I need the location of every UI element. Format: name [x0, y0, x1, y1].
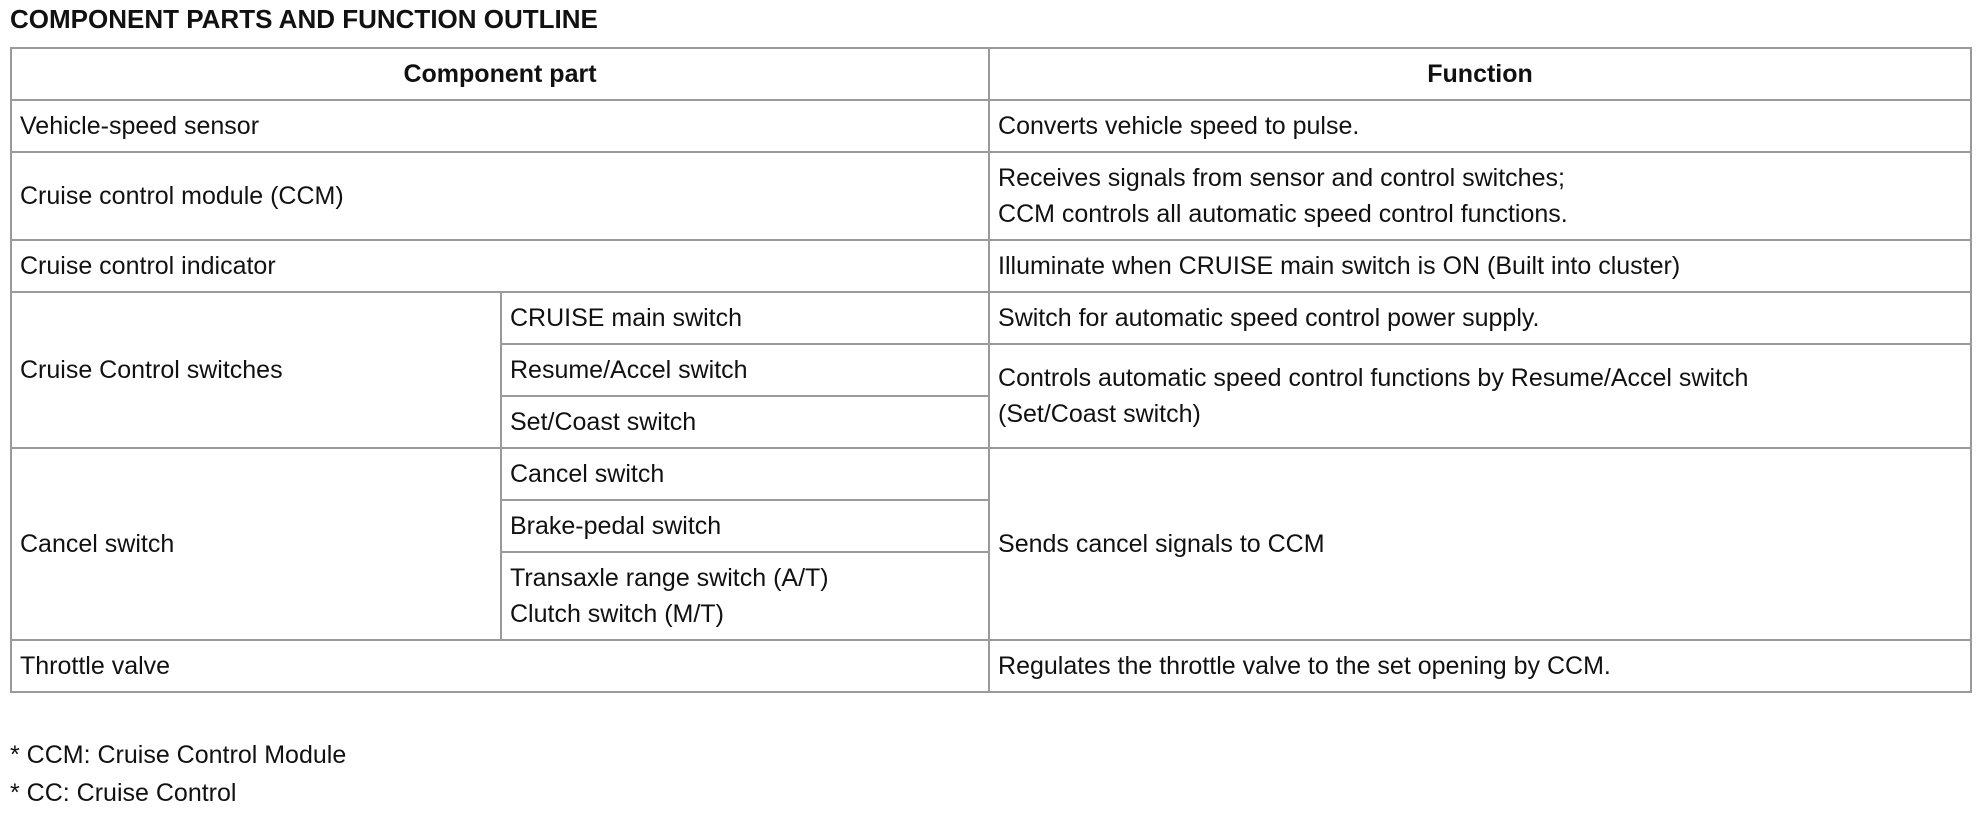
function-cell: Regulates the throttle valve to the set …: [988, 639, 1973, 693]
table-row: Brake-pedal switch: [11, 499, 1971, 553]
function-cell: Sends cancel signals to CCM: [988, 447, 1973, 641]
table-row: Cancel switch Cancel switch Sends cancel…: [10, 447, 1973, 641]
part-cell: Throttle valve: [9, 639, 991, 693]
header-function: Function: [988, 47, 1973, 101]
subpart-cell: Set/Coast switch: [499, 395, 991, 449]
component-function-table: Component part Function Vehicle-speed se…: [9, 47, 1973, 693]
footnote-cc: * CC: Cruise Control: [10, 779, 237, 807]
function-cell: Receives signals from sensor and control…: [988, 151, 1973, 241]
subpart-cell: Cancel switch: [499, 447, 991, 501]
table-row: Transaxle range switch (A/T) Clutch swit…: [11, 551, 1971, 641]
table-row: Cruise control indicator Illuminate when…: [9, 239, 1973, 293]
table-row: Resume/Accel switch Controls automatic s…: [11, 343, 1973, 449]
group-cell: Cancel switch: [10, 447, 502, 641]
group-cell: Cruise Control switches: [10, 291, 502, 449]
header-component-part: Component part: [9, 47, 991, 101]
table-row: Cruise control module (CCM) Receives sig…: [9, 151, 1973, 241]
table-row: Cruise Control switches CRUISE main swit…: [10, 291, 1973, 449]
footnote-ccm: * CCM: Cruise Control Module: [10, 741, 347, 769]
table-row: Throttle valve Regulates the throttle va…: [9, 639, 1973, 693]
subpart-cell: Resume/Accel switch: [499, 343, 991, 397]
part-cell: Vehicle-speed sensor: [9, 99, 991, 153]
function-cell: Switch for automatic speed control power…: [988, 291, 1973, 345]
part-cell: Cruise control indicator: [9, 239, 991, 293]
table-header-row: Component part Function: [9, 47, 1973, 101]
function-cell: Illuminate when CRUISE main switch is ON…: [988, 239, 1973, 293]
table-row: Set/Coast switch: [11, 395, 1971, 449]
part-cell: Cruise control module (CCM): [9, 151, 991, 241]
table-row: Vehicle-speed sensor Converts vehicle sp…: [9, 99, 1973, 153]
subpart-cell: CRUISE main switch: [499, 291, 991, 345]
function-cell: Converts vehicle speed to pulse.: [988, 99, 1973, 153]
subpart-cell: Transaxle range switch (A/T) Clutch swit…: [499, 551, 991, 641]
footnotes: * CCM: Cruise Control Module * CC: Cruis…: [10, 736, 346, 812]
subpart-cell: Brake-pedal switch: [499, 499, 991, 553]
function-cell: Controls automatic speed control functio…: [988, 343, 1973, 449]
page-title: COMPONENT PARTS AND FUNCTION OUTLINE: [10, 4, 598, 34]
